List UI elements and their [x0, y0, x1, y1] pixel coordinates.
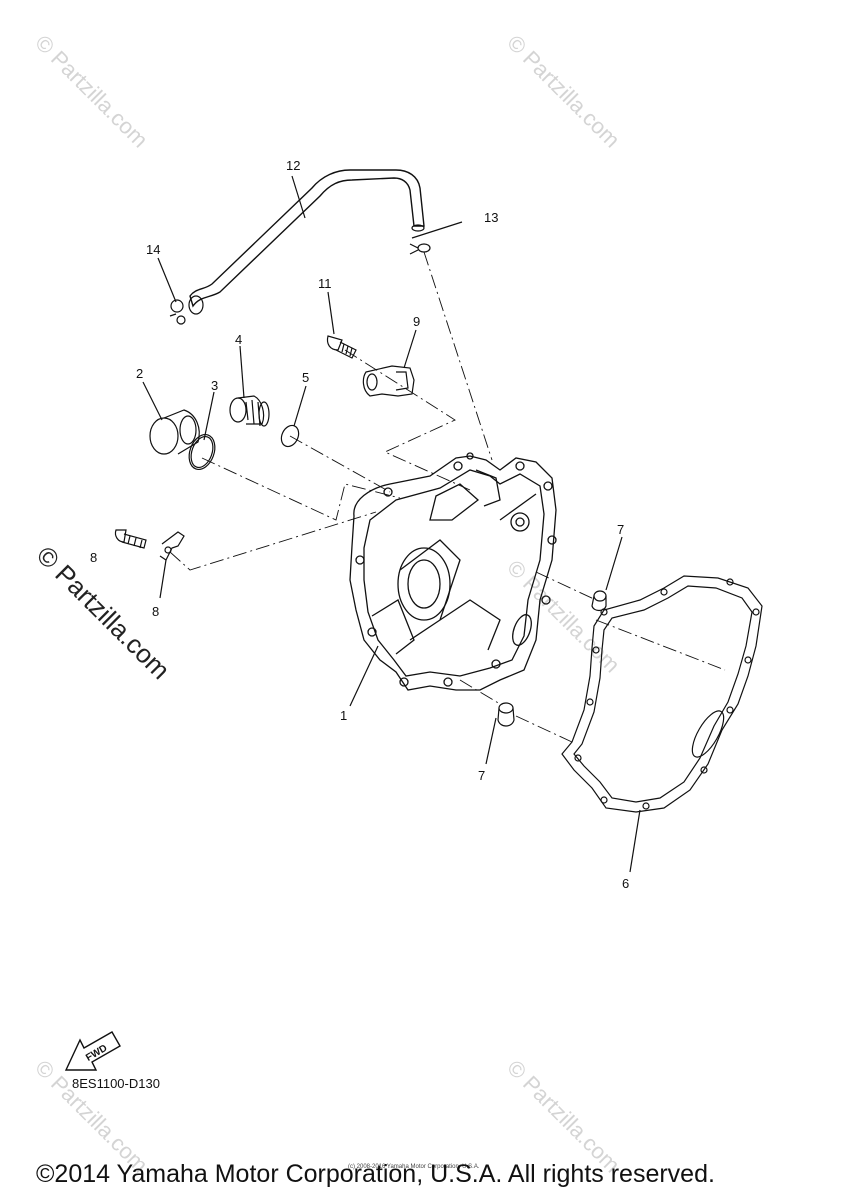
assembly-line-13 — [423, 251, 493, 461]
leader-11 — [327, 291, 335, 335]
dowel-pin-7b — [497, 702, 515, 727]
callout-8: 8 — [152, 604, 159, 619]
assembly-line-8 — [169, 511, 377, 571]
diagram-code: 8ES1100-D130 — [72, 1076, 160, 1091]
clamp-8 — [159, 531, 185, 561]
gasket-6 — [561, 575, 763, 813]
bracket-9 — [362, 365, 415, 397]
plug-2 — [149, 409, 200, 455]
leader-3 — [203, 391, 215, 441]
o-ring-5 — [280, 424, 300, 448]
crankcase-cover — [349, 452, 557, 691]
leader-6 — [629, 809, 641, 873]
hose-end — [188, 295, 204, 315]
assembly-line-11 — [344, 349, 471, 491]
leader-1 — [349, 645, 379, 707]
hose-clip-13 — [409, 243, 431, 255]
plug-4 — [229, 395, 270, 427]
leader-8 — [159, 559, 167, 599]
o-ring-3 — [188, 433, 216, 471]
callout-7-lower: 7 — [478, 768, 485, 783]
leader-14 — [157, 257, 177, 303]
callout-14: 14 — [146, 242, 160, 257]
dowel-pin-7a — [591, 590, 607, 612]
callout-8-left: 8 — [90, 550, 97, 565]
fwd-arrow-icon — [64, 1031, 121, 1071]
assembly-line-gasket — [595, 619, 726, 671]
leader-4 — [239, 345, 245, 399]
callout-4: 4 — [235, 332, 242, 347]
assembly-line-7b-gasket — [515, 715, 573, 743]
assembly-line-7b — [459, 679, 501, 705]
leader-5 — [293, 385, 307, 427]
callout-3: 3 — [211, 378, 218, 393]
copyright-notice: ©2014 Yamaha Motor Corporation, U.S.A. A… — [36, 1160, 715, 1188]
leader-2 — [142, 381, 163, 421]
callout-9: 9 — [413, 314, 420, 329]
breather-hose — [189, 169, 425, 308]
callout-13: 13 — [484, 210, 498, 225]
hose-clip-14 — [169, 299, 186, 325]
callout-11: 11 — [318, 276, 332, 291]
assembly-line-3 — [201, 457, 401, 521]
small-copyright: (c) 2008-2016 Yamaha Motor Corporation, … — [348, 1164, 480, 1170]
callout-6: 6 — [622, 876, 629, 891]
leader-13 — [411, 221, 463, 239]
bolt-8 — [114, 529, 147, 549]
o-ring-3-inner — [190, 435, 214, 469]
leader-7a — [605, 536, 623, 591]
assembly-line-5 — [289, 435, 391, 493]
assembly-line-7a — [535, 571, 597, 601]
leader-7b — [485, 717, 497, 765]
callout-2: 2 — [136, 366, 143, 381]
callout-5: 5 — [302, 370, 309, 385]
bolt-11 — [326, 335, 357, 359]
hose-end-top — [411, 224, 425, 232]
callout-1: 1 — [340, 708, 347, 723]
leader-9 — [403, 329, 417, 369]
callout-7: 7 — [617, 522, 624, 537]
leader-12 — [291, 175, 306, 219]
callout-12: 12 — [286, 158, 300, 173]
